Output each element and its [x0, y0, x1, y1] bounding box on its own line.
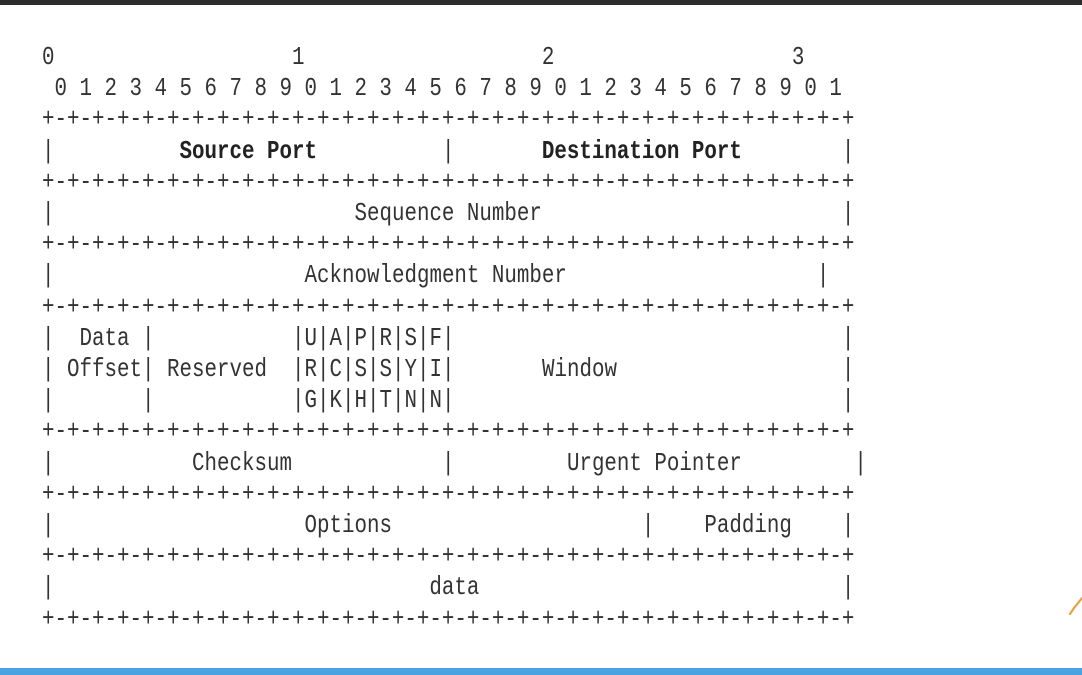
field-data-offset-line2: Offset [67, 354, 142, 385]
row-border: | [42, 354, 55, 385]
field-divider: | [441, 135, 455, 166]
field-divider: | [641, 510, 655, 541]
bit-ruler-units: 0 1 2 3 4 5 6 7 8 9 0 1 2 3 4 5 6 7 8 9 … [42, 73, 842, 104]
row-separator: +-+-+-+-+-+-+-+-+-+-+-+-+-+-+-+-+-+-+-+-… [42, 478, 855, 509]
field-urgent-pointer: Urgent Pointer [566, 447, 742, 478]
row-border: | [42, 572, 55, 603]
top-border [0, 0, 1082, 5]
row-border: | [816, 260, 830, 291]
row-separator: +-+-+-+-+-+-+-+-+-+-+-+-+-+-+-+-+-+-+-+-… [42, 291, 855, 322]
row-border: | [841, 572, 855, 603]
row-separator: +-+-+-+-+-+-+-+-+-+-+-+-+-+-+-+-+-+-+-+-… [42, 541, 855, 572]
row-border: | [42, 322, 55, 353]
field-source-port: Source Port [179, 135, 317, 166]
row-border: | [42, 385, 55, 416]
field-reserved: Reserved [167, 354, 267, 385]
bottom-accent-bar [0, 668, 1082, 675]
bit-ruler-tens: 0 1 2 3 [42, 42, 805, 72]
row-separator: +-+-+-+-+-+-+-+-+-+-+-+-+-+-+-+-+-+-+-+-… [42, 166, 855, 197]
field-divider: | [141, 354, 155, 385]
field-sequence-number: Sequence Number [354, 198, 542, 229]
row-border: | [841, 354, 855, 385]
field-data: data [429, 572, 480, 603]
field-divider: | [441, 447, 455, 478]
flags-row-3: |G|K|H|T|N|N| [291, 385, 455, 416]
field-divider: | [141, 385, 155, 416]
row-separator: +-+-+-+-+-+-+-+-+-+-+-+-+-+-+-+-+-+-+-+-… [42, 416, 855, 447]
row-separator: +-+-+-+-+-+-+-+-+-+-+-+-+-+-+-+-+-+-+-+-… [42, 603, 855, 634]
field-acknowledgment-number: Acknowledgment Number [304, 260, 567, 291]
row-border: | [841, 385, 855, 416]
row-border: | [42, 510, 55, 541]
row-border: | [841, 322, 855, 353]
cursor-arrow-stroke [1068, 596, 1082, 616]
row-border: | [42, 260, 55, 291]
flags-row-2: |R|C|S|S|Y|I| [291, 354, 455, 385]
field-divider: | [142, 322, 155, 353]
field-checksum: Checksum [191, 447, 292, 478]
row-border: | [841, 510, 855, 541]
row-border: | [841, 198, 855, 229]
row-border: | [42, 135, 55, 166]
field-options: Options [304, 510, 392, 541]
field-padding: Padding [704, 510, 792, 541]
field-destination-port: Destination Port [541, 135, 742, 166]
field-data-offset-line1: Data [79, 322, 130, 353]
row-separator: +-+-+-+-+-+-+-+-+-+-+-+-+-+-+-+-+-+-+-+-… [42, 229, 855, 260]
cursor-arrow-icon [1068, 596, 1082, 616]
row-border: | [841, 135, 855, 166]
field-window: Window [541, 354, 617, 385]
flags-row-1: |U|A|P|R|S|F| [291, 322, 455, 353]
row-border: | [854, 447, 867, 478]
row-border: | [42, 447, 55, 478]
row-border: | [42, 198, 55, 229]
row-separator: +-+-+-+-+-+-+-+-+-+-+-+-+-+-+-+-+-+-+-+-… [42, 104, 855, 135]
tcp-header-diagram: 0 1 2 3 0 1 2 3 4 5 6 7 8 9 0 1 2 3 4 5 … [42, 42, 867, 635]
